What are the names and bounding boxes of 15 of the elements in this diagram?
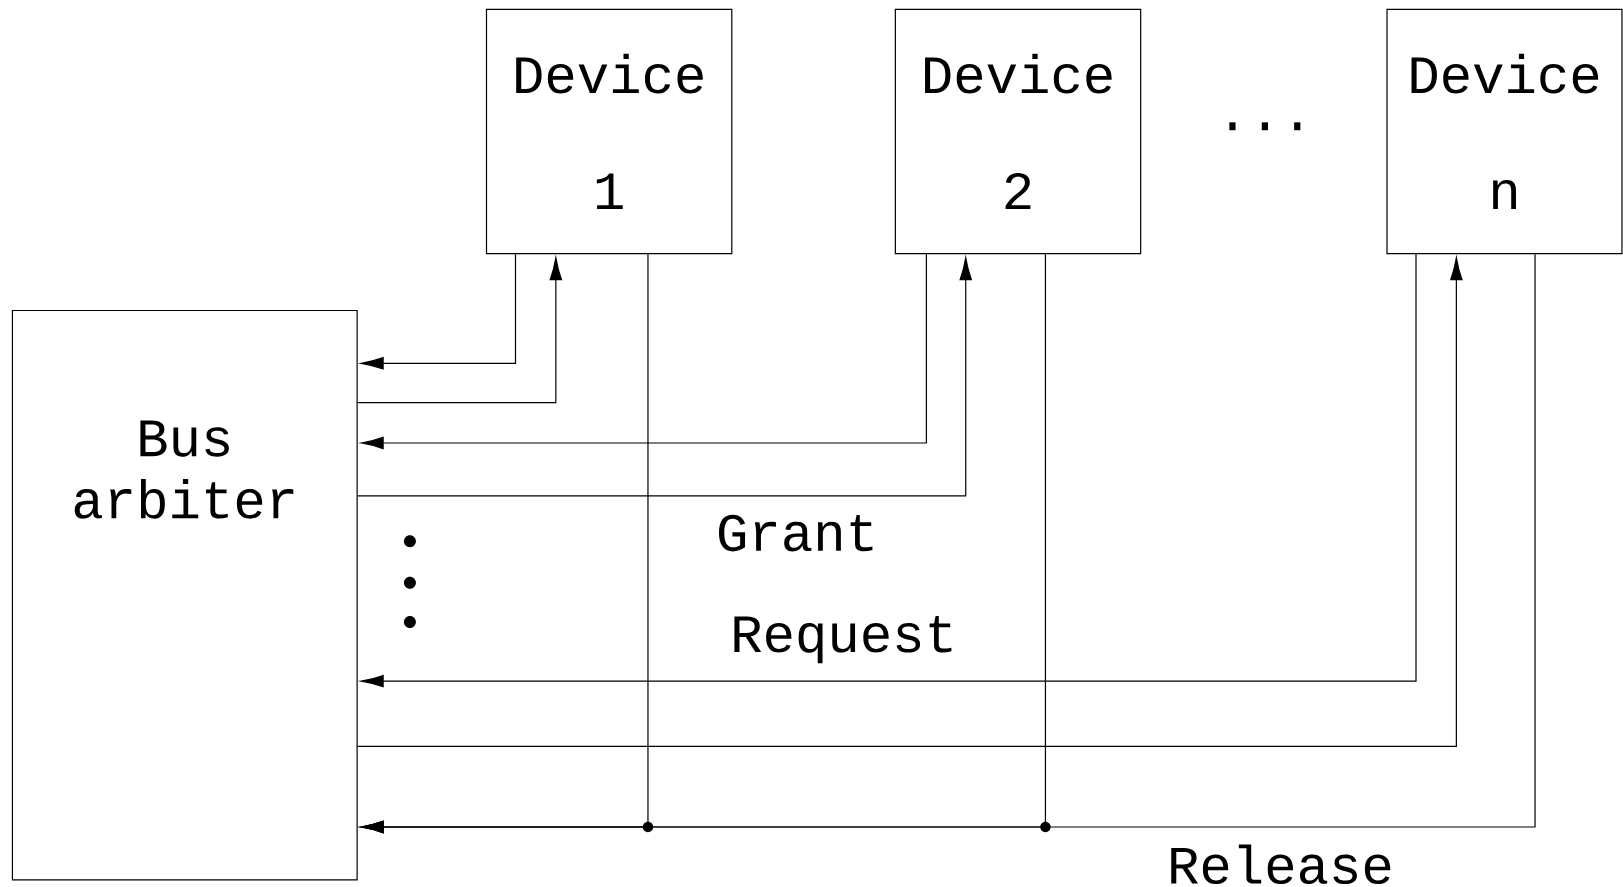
signal-label: Grant	[719, 514, 873, 552]
signal-label: Request	[734, 616, 952, 664]
device-box: Device 1	[485, 8, 733, 255]
device-box: Device 2	[894, 8, 1142, 255]
arrow	[360, 253, 927, 450]
arrow	[357, 257, 1463, 747]
arrow	[357, 257, 563, 404]
arrow	[360, 253, 1417, 688]
arrow	[360, 253, 517, 370]
arbiter-box: Bus arbiter	[11, 309, 358, 881]
device-box: Device n	[1386, 8, 1623, 255]
arrow	[357, 257, 972, 497]
arrow	[360, 253, 649, 834]
ellipsis: ...	[1229, 122, 1301, 131]
signal-label: Release	[1171, 844, 1391, 885]
